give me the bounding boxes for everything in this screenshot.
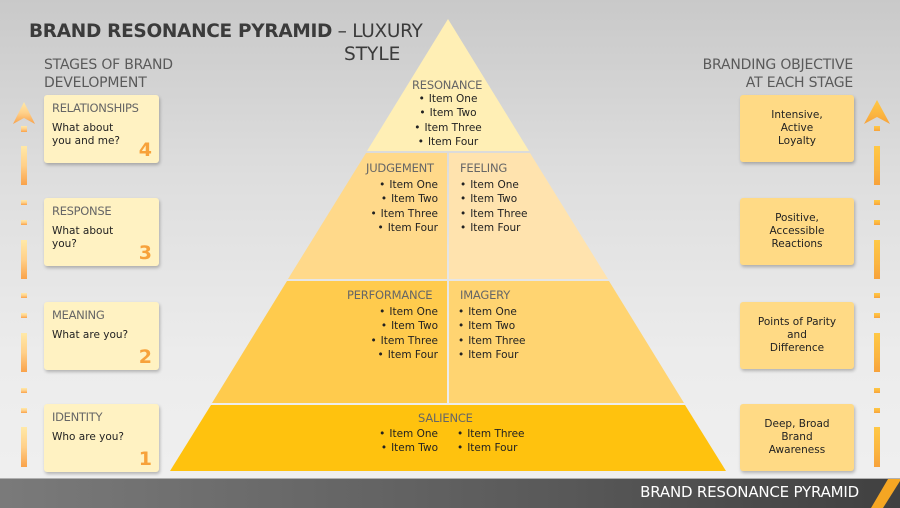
objective-text: Intensive, Active Loyalty (771, 109, 823, 147)
stage-question: What about you and me? (52, 122, 120, 147)
stage-box-relationships: RELATIONSHIPS What about you and me? 4 (44, 95, 159, 163)
list-item: Item One (458, 305, 558, 319)
list-item: Item Four (338, 348, 438, 362)
salience-heading: SALIENCE (418, 411, 473, 425)
objective-box-parity: Points of Parity and Difference (740, 302, 854, 369)
list-item: Item One (338, 305, 438, 319)
title-line2: STYLE (344, 44, 401, 65)
stage-number: 2 (138, 346, 152, 368)
list-item: Item Three (398, 121, 498, 135)
stage-name: MEANING (52, 308, 105, 322)
stages-heading-line2: DEVELOPMENT (44, 75, 147, 91)
stage-name: RESPONSE (52, 204, 112, 218)
performance-heading: PERFORMANCE (347, 288, 433, 302)
list-item: Item Four (398, 135, 498, 149)
page-title: BRAND RESONANCE PYRAMID – LUXURY (29, 20, 423, 44)
right-progress-arrow-icon (864, 100, 890, 467)
footer-label: BRAND RESONANCE PYRAMID (640, 483, 859, 501)
judgement-heading: JUDGEMENT (366, 161, 434, 175)
objective-text: Deep, Broad Brand Awareness (764, 418, 830, 456)
stage-box-meaning: MEANING What are you? 2 (44, 302, 159, 370)
stage-question: Who are you? (52, 431, 124, 443)
list-item: Item Two (458, 319, 558, 333)
stage-name: IDENTITY (52, 410, 103, 424)
stage-number: 4 (138, 139, 152, 161)
stage-box-response: RESPONSE What about you? 3 (44, 198, 159, 266)
footer-slash-icon (871, 479, 900, 508)
objective-box-reactions: Positive, Accessible Reactions (740, 198, 854, 265)
list-item: Item Two (338, 319, 438, 333)
performance-list: Item One Item Two Item Three Item Four (338, 305, 438, 362)
list-item: Item One (338, 178, 438, 192)
list-item: Item Four (457, 441, 557, 455)
stage-number: 1 (138, 448, 152, 470)
list-item: Item Three (338, 334, 438, 348)
left-progress-arrow-icon (13, 102, 35, 467)
objectives-heading-line1: BRANDING OBJECTIVE (702, 57, 854, 73)
tier-salience (170, 405, 726, 471)
list-item: Item Two (340, 441, 438, 455)
list-item: Item Two (398, 106, 498, 120)
salience-list-right: Item Three Item Four (457, 427, 557, 456)
list-item: Item One (340, 427, 438, 441)
feeling-heading: FEELING (460, 161, 508, 175)
title-light: – LUXURY (332, 21, 423, 42)
feeling-list: Item One Item Two Item Three Item Four (460, 178, 560, 235)
list-item: Item Three (457, 427, 557, 441)
list-item: Item Four (458, 348, 558, 362)
imagery-list: Item One Item Two Item Three Item Four (458, 305, 558, 362)
resonance-list: Item One Item Two Item Three Item Four (398, 92, 498, 149)
stages-heading: STAGES OF BRAND DEVELOPMENT (44, 56, 173, 92)
title-bold: BRAND RESONANCE PYRAMID (29, 21, 333, 42)
objectives-heading-line2: AT EACH STAGE (745, 75, 853, 91)
objective-box-loyalty: Intensive, Active Loyalty (740, 95, 854, 162)
resonance-heading: RESONANCE (412, 78, 483, 92)
list-item: Item Three (458, 334, 558, 348)
objective-text: Positive, Accessible Reactions (769, 212, 825, 250)
list-item: Item Two (460, 192, 560, 206)
stage-question: What are you? (52, 329, 129, 341)
stage-box-identity: IDENTITY Who are you? 1 (44, 404, 159, 472)
imagery-heading: IMAGERY (460, 288, 511, 302)
stage-name: RELATIONSHIPS (52, 101, 139, 115)
judgement-list: Item One Item Two Item Three Item Four (338, 178, 438, 235)
list-item: Item One (460, 178, 560, 192)
list-item: Item Four (460, 221, 560, 235)
list-item: Item Two (338, 192, 438, 206)
list-item: Item Three (460, 207, 560, 221)
list-item: Item One (398, 92, 498, 106)
footer-bar: BRAND RESONANCE PYRAMID (0, 478, 900, 508)
stage-question: What about you? (52, 225, 114, 250)
objective-box-awareness: Deep, Broad Brand Awareness (740, 404, 854, 471)
stage-number: 3 (138, 242, 152, 264)
objectives-heading: BRANDING OBJECTIVE AT EACH STAGE (702, 56, 854, 92)
stages-heading-line1: STAGES OF BRAND (44, 57, 173, 73)
salience-list-left: Item One Item Two (340, 427, 438, 456)
list-item: Item Four (338, 221, 438, 235)
objective-text: Points of Parity and Difference (757, 316, 837, 354)
list-item: Item Three (338, 207, 438, 221)
